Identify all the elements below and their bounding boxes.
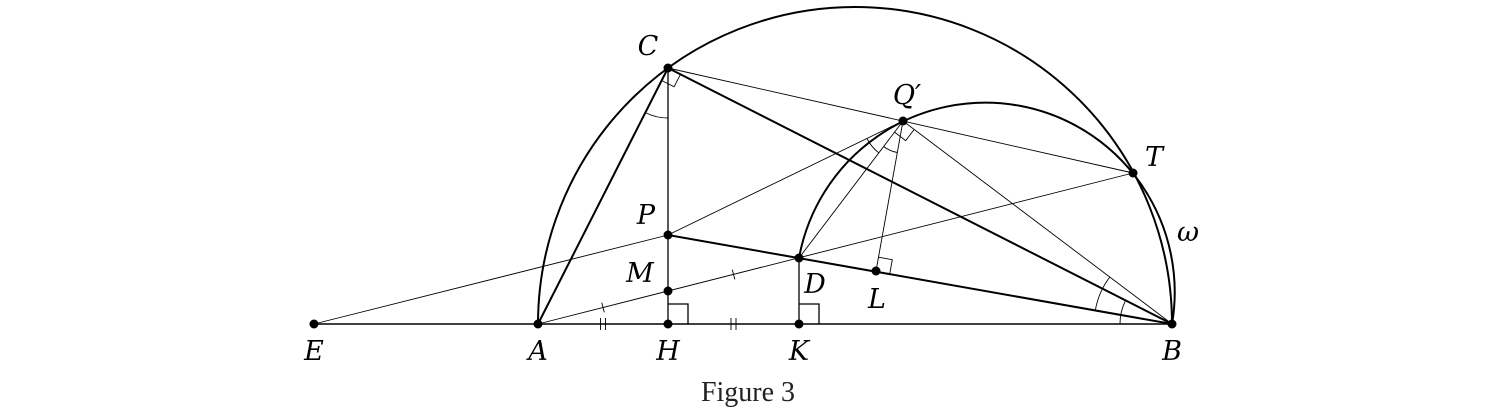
tick-AM (601, 302, 605, 313)
angle-arc-B-inner (1119, 300, 1127, 325)
label-M: M (625, 258, 655, 289)
label-A: A (525, 336, 548, 367)
right-angle-L (878, 256, 893, 274)
point-K (794, 319, 804, 329)
circle-omega-arc (798, 101, 1176, 325)
line-QL (875, 120, 904, 272)
label-B: B (1161, 336, 1182, 367)
point-D (794, 253, 804, 263)
point-E (309, 319, 319, 329)
label-H: H (655, 336, 680, 367)
line-QB (902, 120, 1173, 325)
segment-PB (667, 234, 1173, 325)
label-omega: ω (1177, 217, 1199, 248)
point-A (533, 319, 543, 329)
angle-arc-C (645, 112, 669, 119)
label-Q: Q′ (893, 80, 921, 111)
right-angle-K (799, 303, 820, 324)
label-D: D (803, 269, 826, 300)
line-PQ (667, 120, 904, 236)
right-angle-H (668, 303, 689, 324)
label-T: T (1145, 142, 1165, 173)
segment-AC (537, 67, 669, 325)
label-K: K (788, 336, 811, 367)
label-L: L (867, 284, 886, 315)
figure-caption: Figure 3 (701, 377, 795, 408)
point-M (663, 286, 673, 296)
angle-arc-Q-2 (883, 146, 898, 153)
point-T (1128, 168, 1138, 178)
segment-CB (667, 67, 1173, 325)
points (309, 63, 1177, 329)
label-E: E (303, 336, 324, 367)
double-tick-HK (730, 318, 737, 330)
point-C (663, 63, 673, 73)
point-L (871, 266, 881, 276)
line-AT (537, 172, 1134, 325)
point-P (663, 230, 673, 240)
line-QD (798, 120, 904, 259)
double-tick-AH (600, 318, 606, 330)
point-B (1167, 319, 1177, 329)
angle-arc-B-outer (1094, 276, 1111, 311)
point-Q (898, 116, 908, 126)
point-H (663, 319, 673, 329)
right-angle-C (661, 74, 681, 88)
angle-arc-Q-1 (866, 138, 880, 154)
label-P: P (636, 200, 656, 231)
label-C: C (638, 31, 659, 62)
tick-MD (731, 269, 736, 280)
right-angle-Q (894, 129, 915, 142)
line-EP (313, 234, 669, 325)
